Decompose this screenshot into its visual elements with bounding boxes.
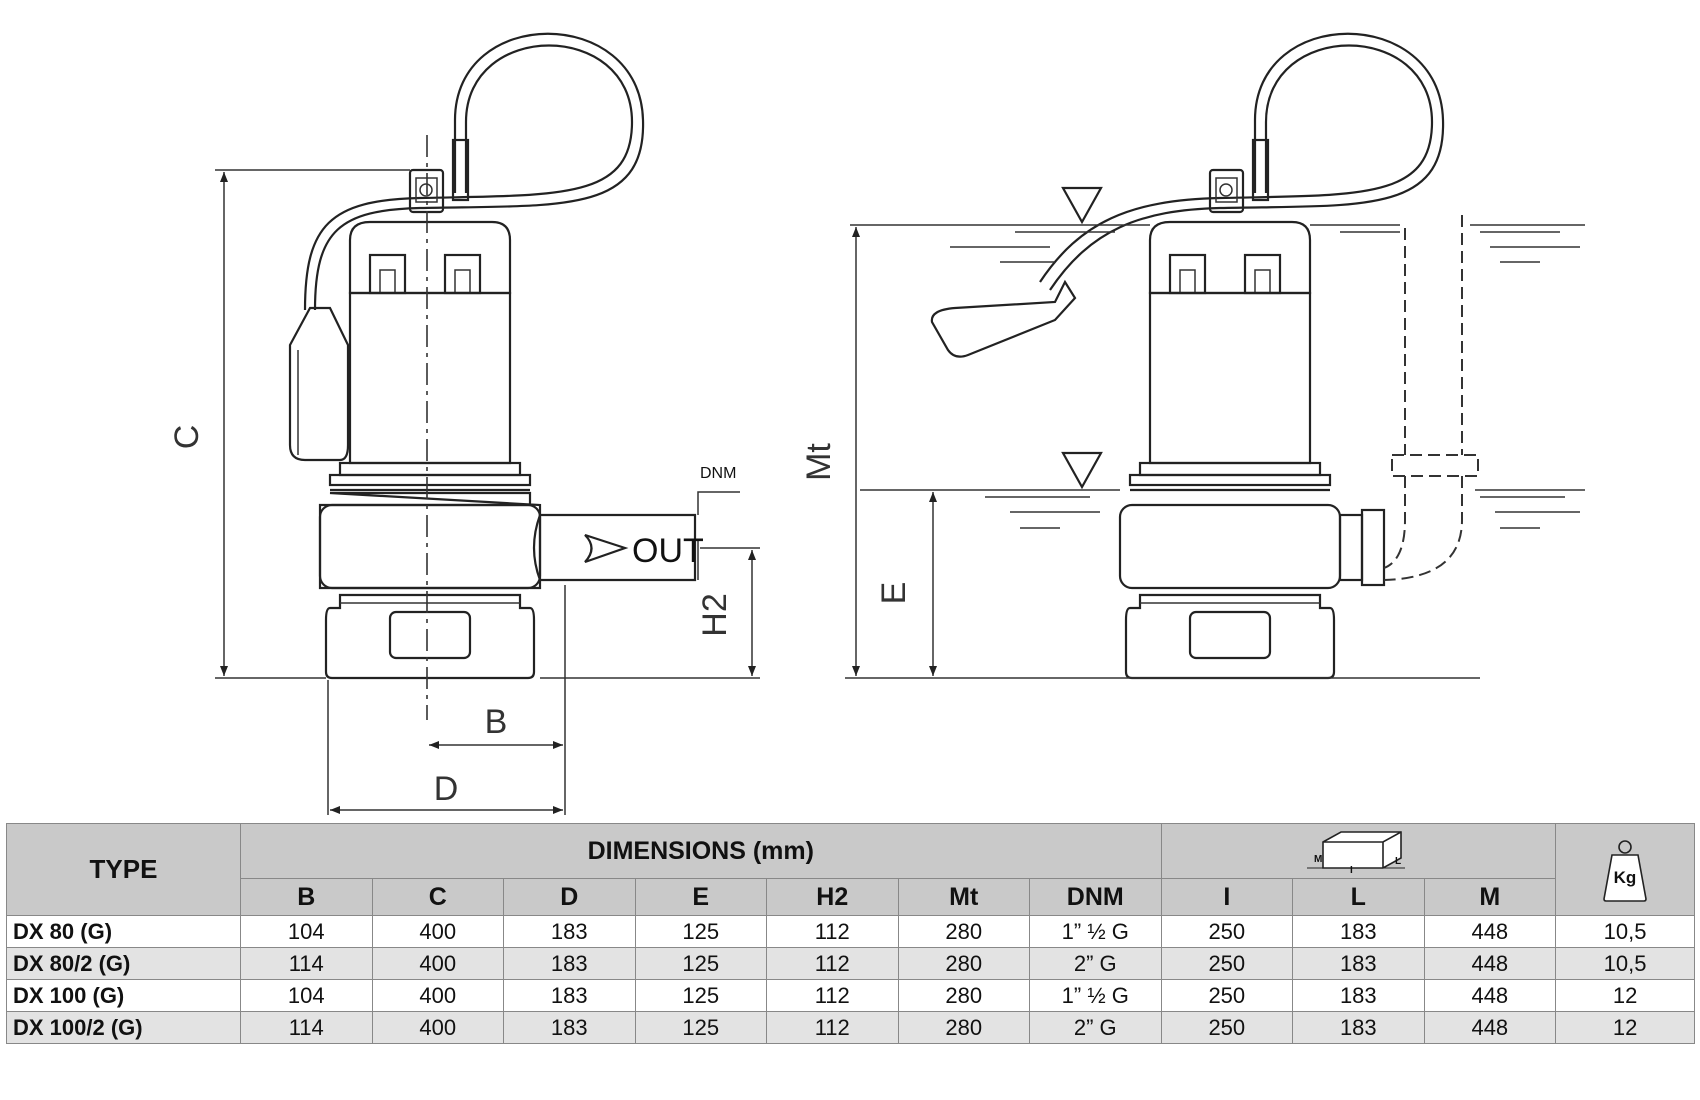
value-cell: 125	[634, 1011, 767, 1044]
dimensions-header: DIMENSIONS (mm)	[240, 823, 1162, 879]
value-cell: 280	[897, 947, 1030, 980]
type-cell: DX 100/2 (G)	[6, 1011, 241, 1044]
box-dimensions-icon: M I L	[1307, 831, 1406, 874]
power-cable-right	[1049, 32, 1445, 291]
value-cell: 250	[1160, 979, 1294, 1012]
table-row: DX 100/2 (G) 114 400 183 125 112 280 2” …	[6, 1011, 1696, 1044]
value-cell: 125	[634, 947, 767, 980]
value-cell: 114	[240, 1011, 373, 1044]
col-m: M	[1423, 878, 1557, 916]
col-dnm: DNM	[1029, 878, 1162, 916]
value-cell: 104	[240, 979, 373, 1012]
float-switch-tilted	[930, 279, 1077, 358]
dimension-b-label: B	[485, 703, 508, 741]
weight-header: Kg	[1555, 823, 1696, 916]
discharge-pipe-dashed	[1383, 215, 1479, 581]
value-cell: 280	[897, 1011, 1030, 1044]
svg-text:M: M	[1314, 854, 1322, 865]
type-header: TYPE	[6, 823, 241, 916]
dimension-c-label: C	[168, 425, 206, 450]
value-cell: 250	[1160, 1011, 1294, 1044]
dimension-d-label: D	[434, 770, 459, 808]
table-row: DX 80/2 (G) 114 400 183 125 112 280 2” G…	[6, 947, 1696, 980]
weight-kg-icon: Kg	[1603, 839, 1647, 902]
col-b: B	[240, 878, 373, 916]
value-cell: 448	[1423, 915, 1557, 948]
col-i: I	[1160, 878, 1294, 916]
value-cell: 280	[897, 915, 1030, 948]
value-cell: 400	[371, 915, 504, 948]
upper-water-level-icon	[1061, 186, 1103, 225]
svg-text:Kg: Kg	[1614, 868, 1637, 887]
value-cell: 2” G	[1029, 1011, 1162, 1044]
value-cell: 400	[371, 979, 504, 1012]
installation-view: Mt E	[800, 32, 1585, 680]
value-cell: 183	[1292, 915, 1425, 948]
col-h2: H2	[766, 878, 899, 916]
col-l: L	[1292, 878, 1425, 916]
lower-water-level-icon	[1061, 451, 1103, 490]
front-pump-view: C D B H2 DNM OUT	[168, 32, 760, 815]
svg-text:I: I	[1350, 865, 1353, 874]
value-cell: 183	[1292, 1011, 1425, 1044]
value-cell: 183	[503, 915, 636, 948]
svg-text:L: L	[1395, 856, 1401, 867]
value-cell: 2” G	[1029, 947, 1162, 980]
table-row: DX 100 (G) 104 400 183 125 112 280 1” ½ …	[6, 979, 1696, 1012]
value-cell: 112	[766, 979, 899, 1012]
motor-body	[348, 291, 512, 465]
weight-cell: 12	[1555, 979, 1696, 1012]
value-cell: 183	[503, 979, 636, 1012]
weight-cell: 10,5	[1555, 947, 1696, 980]
type-cell: DX 80 (G)	[6, 915, 241, 948]
value-cell: 104	[240, 915, 373, 948]
dimensions-table: TYPE DIMENSIONS (mm) M I L Kg	[6, 823, 1696, 1044]
col-c: C	[371, 878, 504, 916]
type-cell: DX 100 (G)	[6, 979, 241, 1012]
col-mt: Mt	[897, 878, 1030, 916]
table-row: DX 80 (G) 104 400 183 125 112 280 1” ½ G…	[6, 915, 1696, 948]
col-d: D	[503, 878, 636, 916]
dimension-h2-label: H2	[696, 593, 734, 636]
value-cell: 448	[1423, 947, 1557, 980]
value-cell: 400	[371, 1011, 504, 1044]
type-cell: DX 80/2 (G)	[6, 947, 241, 980]
dnm-label: DNM	[700, 465, 736, 482]
motor-cover	[348, 220, 512, 295]
value-cell: 183	[503, 947, 636, 980]
value-cell: 112	[766, 947, 899, 980]
value-cell: 125	[634, 979, 767, 1012]
value-cell: 183	[503, 1011, 636, 1044]
pump-dimension-drawing: C D B H2 DNM OUT	[168, 32, 1585, 815]
value-cell: 112	[766, 915, 899, 948]
value-cell: 125	[634, 915, 767, 948]
value-cell: 250	[1160, 915, 1294, 948]
dimension-mt-label: Mt	[800, 443, 838, 481]
col-e: E	[634, 878, 767, 916]
value-cell: 448	[1423, 1011, 1557, 1044]
cable-gland-right	[1208, 168, 1245, 214]
outlet-arrow-icon	[584, 533, 629, 564]
weight-cell: 10,5	[1555, 915, 1696, 948]
value-cell: 250	[1160, 947, 1294, 980]
out-label: OUT	[632, 532, 704, 570]
value-cell: 1” ½ G	[1029, 915, 1162, 948]
outlet-pipe	[540, 513, 697, 582]
value-cell: 1” ½ G	[1029, 979, 1162, 1012]
box-dimensions-header: M I L	[1160, 823, 1557, 879]
value-cell: 114	[240, 947, 373, 980]
power-cable	[313, 32, 645, 311]
value-cell: 183	[1292, 979, 1425, 1012]
value-cell: 400	[371, 947, 504, 980]
float-switch	[288, 306, 350, 462]
pump-base	[324, 593, 536, 680]
weight-cell: 12	[1555, 1011, 1696, 1044]
pump-housing	[318, 491, 542, 590]
value-cell: 448	[1423, 979, 1557, 1012]
value-cell: 280	[897, 979, 1030, 1012]
value-cell: 112	[766, 1011, 899, 1044]
value-cell: 183	[1292, 947, 1425, 980]
dimension-e-label: E	[875, 582, 913, 605]
